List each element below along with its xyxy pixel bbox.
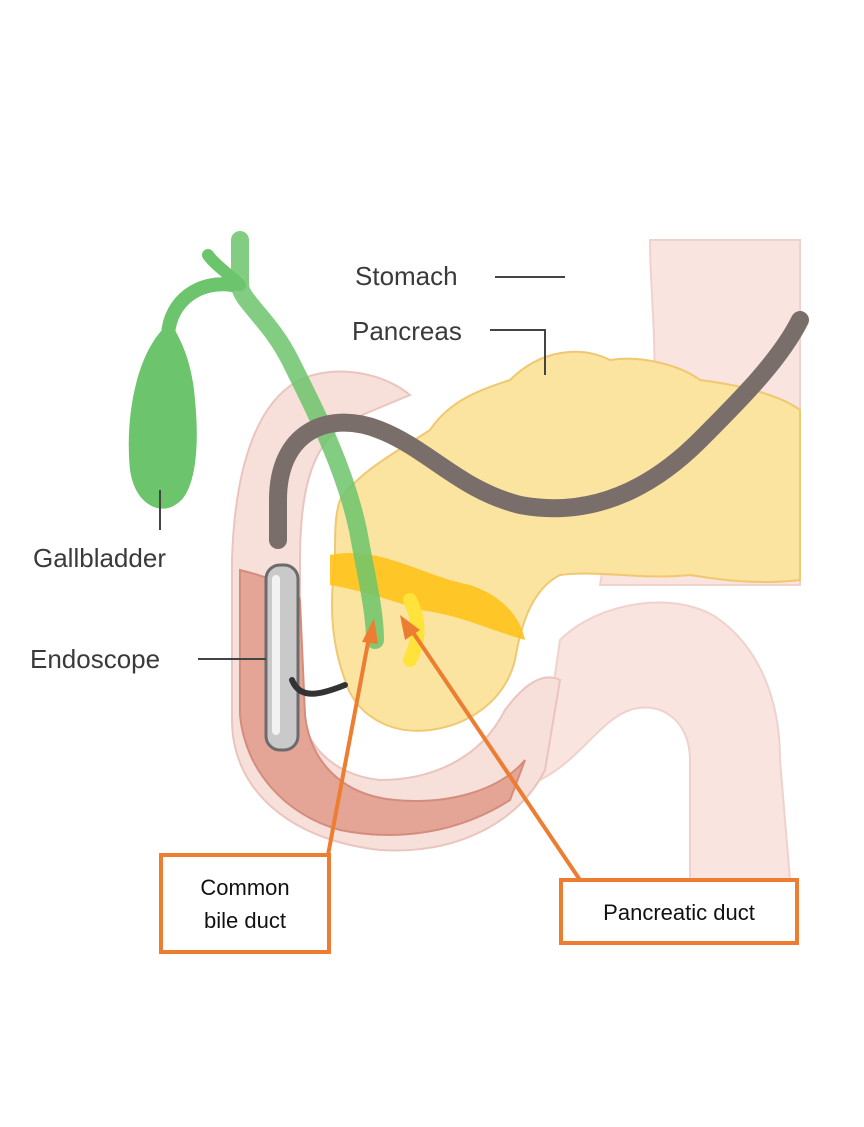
pancreas-label: Pancreas [352,316,462,346]
common-bile-duct-callout-line2: bile duct [204,908,286,933]
gallbladder-label: Gallbladder [33,543,166,573]
jejunum-shape [540,603,790,880]
cystic-duct [168,284,232,335]
pancreatic-duct-callout: Pancreatic duct [603,900,755,925]
endoscope-tip-highlight [272,575,280,735]
common-bile-duct-callout-line1: Common [200,875,289,900]
endoscope-label: Endoscope [30,644,160,674]
endoscope-tip [266,565,298,750]
gallbladder-shape [129,330,197,509]
common-bile-duct-callout-box [161,855,329,952]
stomach-label: Stomach [355,261,458,291]
